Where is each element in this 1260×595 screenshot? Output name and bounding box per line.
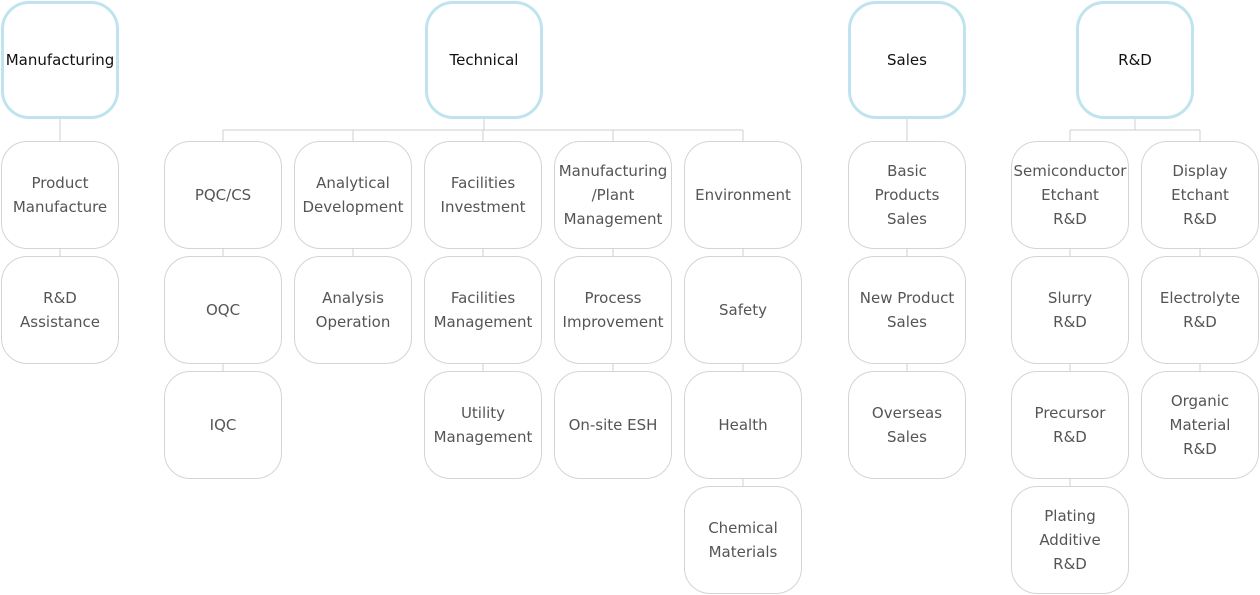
org-unit-precursor-r-d: Precursor R&D [1011,371,1129,479]
org-unit-process-improvement: Process Improvement [554,256,672,364]
org-unit-r-d-assistance: R&D Assistance [1,256,119,364]
org-unit-chemical-materials: Chemical Materials [684,486,802,594]
org-unit-safety: Safety [684,256,802,364]
org-unit-utility-management: Utility Management [424,371,542,479]
org-unit-analytical-development: Analytical Development [294,141,412,249]
org-unit-pqc-cs: PQC/CS [164,141,282,249]
department-manufacturing: Manufacturing [1,1,119,119]
org-unit-facilities-investment: Facilities Investment [424,141,542,249]
org-unit-electrolyte-r-d: Electrolyte R&D [1141,256,1259,364]
org-unit-plating-additive-r-d: Plating Additive R&D [1011,486,1129,594]
department-r-d: R&D [1076,1,1194,119]
org-unit-new-product-sales: New Product Sales [848,256,966,364]
org-unit-display-etchant-r-d: Display Etchant R&D [1141,141,1259,249]
org-unit-manufacturing-plant-management: Manufacturing /Plant Management [554,141,672,249]
org-unit-overseas-sales: Overseas Sales [848,371,966,479]
org-unit-semiconductor-etchant-r-d: Semiconductor Etchant R&D [1011,141,1129,249]
org-unit-product-manufacture: Product Manufacture [1,141,119,249]
org-unit-oqc: OQC [164,256,282,364]
org-unit-environment: Environment [684,141,802,249]
org-unit-basic-products-sales: Basic Products Sales [848,141,966,249]
org-unit-analysis-operation: Analysis Operation [294,256,412,364]
department-sales: Sales [848,1,966,119]
org-unit-on-site-esh: On-site ESH [554,371,672,479]
org-unit-health: Health [684,371,802,479]
department-technical: Technical [425,1,543,119]
org-unit-facilities-management: Facilities Management [424,256,542,364]
org-unit-slurry-r-d: Slurry R&D [1011,256,1129,364]
org-unit-iqc: IQC [164,371,282,479]
org-unit-organic-material-r-d: Organic Material R&D [1141,371,1259,479]
